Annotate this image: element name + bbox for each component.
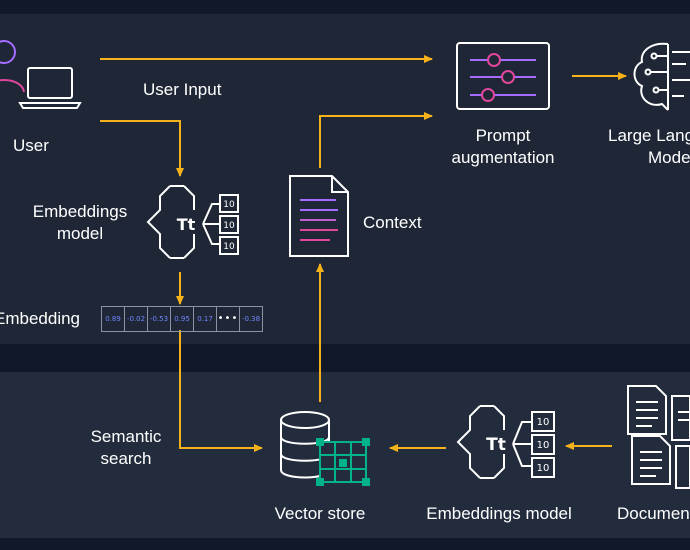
- tokenizer-glyph: Tt: [177, 215, 196, 234]
- binary-glyph: 10: [537, 440, 550, 451]
- binary-glyph: 10: [223, 221, 235, 231]
- user-label: User: [13, 136, 49, 155]
- vector-cell: -0.53: [148, 307, 171, 331]
- arrow-context-to-prompt: [319, 112, 433, 168]
- binary-glyph: 10: [223, 242, 235, 252]
- vector-cell: 0.89: [102, 307, 125, 331]
- arrow-user-to-embeddings: [100, 120, 184, 177]
- binary-glyph: 10: [537, 463, 550, 474]
- brain-circuit-icon: [633, 42, 690, 111]
- embedding-label: Embedding: [0, 309, 81, 328]
- embeddings-model-top-label-line2: model: [56, 224, 104, 243]
- vector-cell: -0.02: [125, 307, 148, 331]
- embedding-vector: 0.89 -0.02 -0.53 0.95 0.17 ••• -0.38: [101, 306, 263, 332]
- prompt-augmentation-label-line1: Prompt: [475, 126, 531, 145]
- prompt-augmentation-label-line2: augmentation: [451, 148, 555, 167]
- embeddings-model-top-label-line1: Embeddings: [32, 202, 128, 221]
- arrow-semantic-search: [179, 330, 263, 452]
- binary-glyph: 10: [223, 200, 235, 210]
- vector-store-label: Vector store: [274, 504, 366, 523]
- vector-cell: 0.95: [171, 307, 194, 331]
- binary-glyph: 10: [537, 417, 550, 428]
- top-panel: [0, 14, 690, 344]
- flow-arrows: [100, 55, 627, 452]
- llm-label-line1: Large Language: [608, 126, 690, 145]
- vector-cell: -0.38: [241, 315, 261, 323]
- semantic-search-label-line1: Semantic: [90, 427, 162, 446]
- document-icon: [289, 175, 349, 257]
- tokenizer-glyph: Tt: [486, 435, 506, 455]
- database-grid-icon: [280, 411, 370, 486]
- binary-cells-top: 10 10 10: [223, 200, 235, 252]
- top-band: [0, 0, 690, 14]
- context-label: Context: [363, 213, 422, 232]
- sliders-icon: [456, 42, 550, 110]
- user-icon: [0, 40, 25, 93]
- user-input-label: User Input: [143, 80, 222, 99]
- vector-cell-ellipsis: •••: [217, 307, 240, 331]
- semantic-search-label-line2: search: [100, 449, 152, 468]
- laptop-icon: [18, 67, 82, 109]
- bottom-band: [0, 538, 690, 550]
- documents-label: Documents: [617, 504, 690, 523]
- embeddings-model-bottom-label: Embeddings model: [426, 504, 572, 523]
- llm-label-line2: Model: [648, 148, 690, 167]
- binary-cells-bottom: 10 10 10: [537, 417, 550, 474]
- middle-band: [0, 344, 690, 372]
- documents-stack-icon: [627, 385, 690, 489]
- tokenizer-icon-top: [146, 185, 239, 259]
- vector-cell: 0.17: [194, 307, 217, 331]
- tokenizer-icon-bottom: [456, 405, 555, 479]
